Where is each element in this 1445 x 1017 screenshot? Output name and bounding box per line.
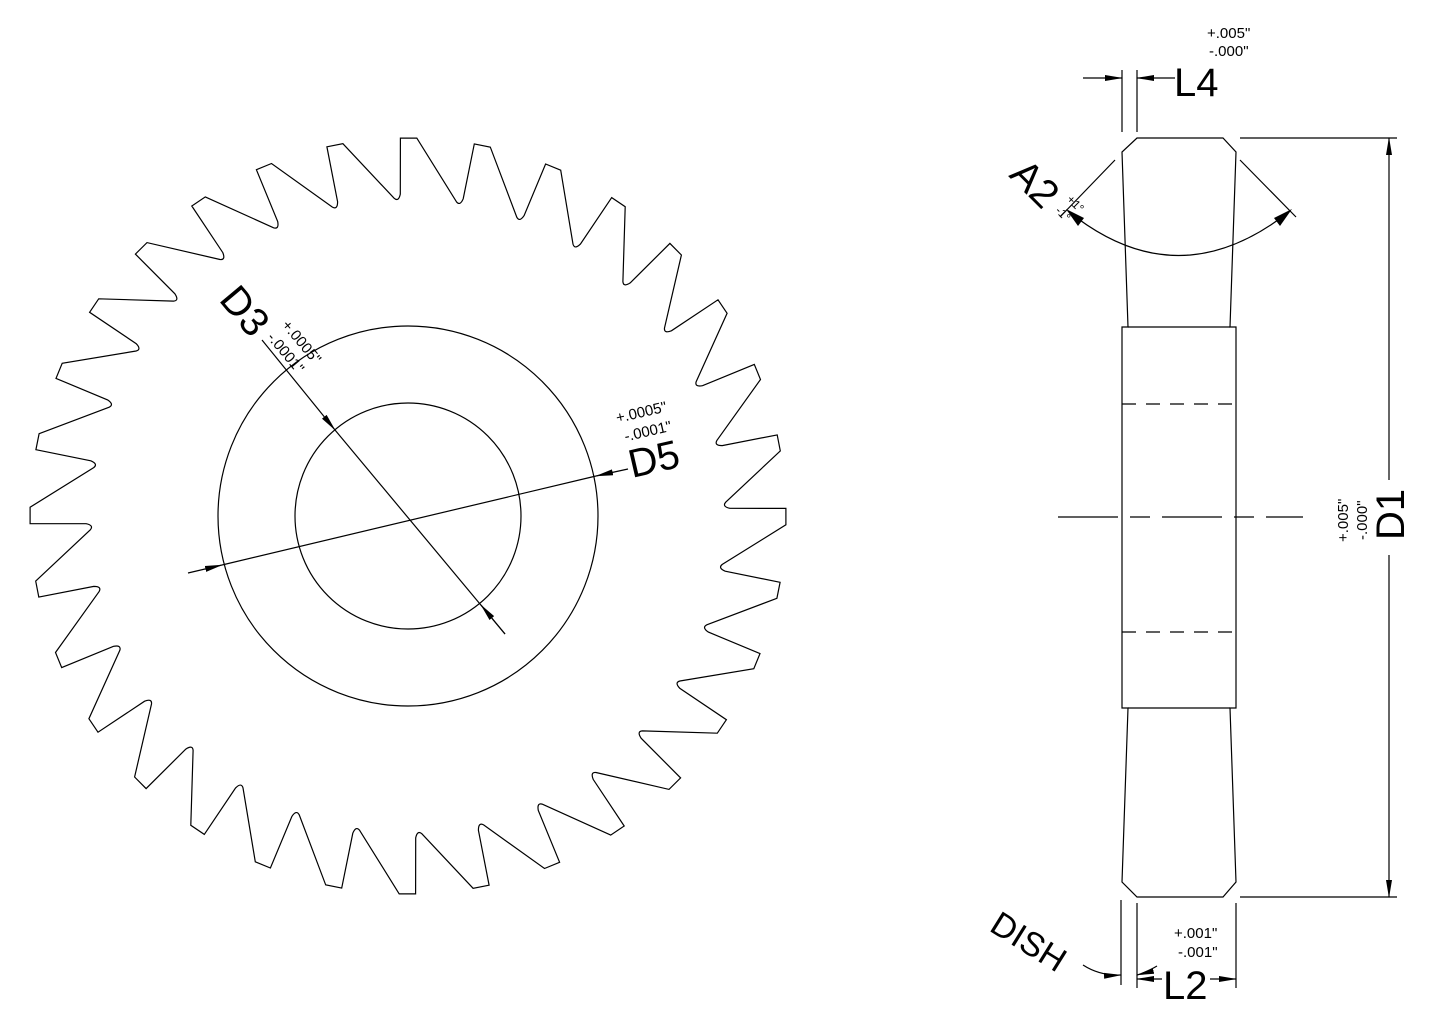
l4-tol-plus: +.005" <box>1207 25 1250 42</box>
dish-name: DISH <box>984 905 1073 980</box>
a2-name: A2 <box>1002 151 1068 217</box>
l4-tol-minus: -.000" <box>1209 43 1249 60</box>
d3-dimension-line <box>334 429 506 635</box>
d5-dimension-line <box>221 475 597 566</box>
d5-dimension-arrow-right <box>595 468 629 477</box>
a2-label: A2 +1° -1° <box>1002 151 1087 224</box>
dish-label: DISH <box>984 905 1073 980</box>
dish-arrow-right <box>1136 965 1158 976</box>
gear-side-view: L4 +.005" -.000" A2 +1° -1° D1 +.005" -.… <box>984 25 1413 1008</box>
d1-name: D1 <box>1369 489 1413 540</box>
cutter-profile <box>1121 137 1237 898</box>
d1-tol-minus: -.000" <box>1354 500 1371 540</box>
d1-label: D1 +.005" -.000" <box>1335 489 1413 542</box>
d1-tol-plus: +.005" <box>1335 499 1352 542</box>
a2-angle-arc <box>1067 210 1291 256</box>
l2-name: L2 <box>1163 964 1208 1008</box>
hub-outer-circle <box>217 325 599 707</box>
a2-arrow-left <box>1066 209 1084 226</box>
l2-tol-minus: -.001" <box>1178 944 1218 961</box>
a2-arrow-right <box>1274 209 1292 226</box>
l4-name: L4 <box>1174 61 1219 105</box>
a2-extension-left <box>1059 159 1116 218</box>
d3-dimension-arrow-bottom <box>480 604 506 635</box>
a2-extension-right <box>1239 159 1297 218</box>
gear-front-view: D3 +.0005" -.0001" D5 +.0005" -.0001" <box>29 137 787 895</box>
d3-dimension-arrow-top <box>261 339 336 431</box>
l2-tol-plus: +.001" <box>1174 925 1217 942</box>
d5-dimension-arrow-left <box>187 564 223 574</box>
d5-label: D5 +.0005" -.0001" <box>614 399 684 487</box>
d3-label: D3 +.0005" -.0001" <box>211 278 324 377</box>
bore-circle <box>294 402 522 630</box>
dish-arrow-left <box>1082 964 1122 979</box>
gear-tooth-outline <box>29 137 787 895</box>
d3-name: D3 <box>211 278 278 345</box>
